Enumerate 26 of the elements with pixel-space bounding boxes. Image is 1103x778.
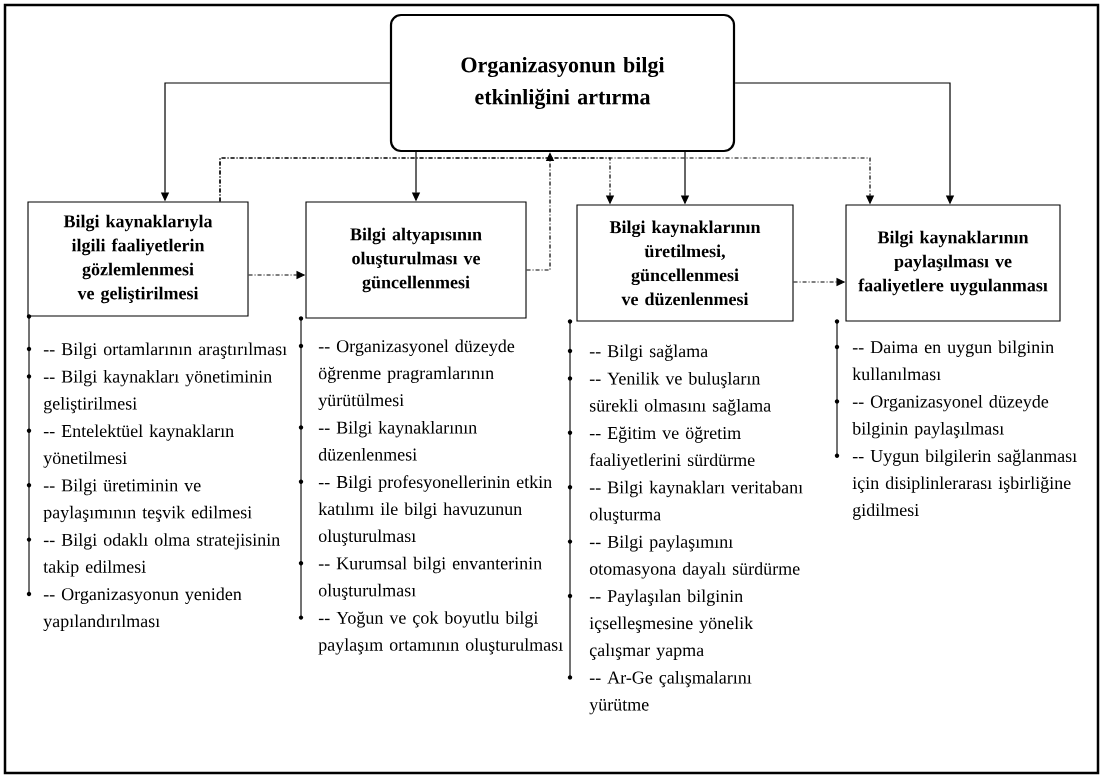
list-item: -- Eğitim ve öğretim faaliyetlerini sürdürme [589,426,755,470]
list-item: -- Bilgi kaynakları veritabanı oluşturma [589,480,803,525]
list-item: -- Bilgi odaklı olma stratejisinin takip edilmesi [43,533,280,577]
process-box: Bilgi altyapısının oluşturulması ve güncellenmesi [305,201,527,319]
list-item: -- Yoğun ve çok boyutlu bilgi paylaşım ortamının oluşturulması [318,611,563,655]
process-box: Bilgi kaynaklarının üretilmesi, güncellenmesi ve düzenlenmesi [576,204,794,322]
list-item: -- Paylaşılan bilginin içselleşmesine yönelik çalışmar yapma [589,589,754,660]
list-item: -- Kurumsal bilgi envanterinin oluşturulması [318,556,542,601]
list-item: -- Bilgi ortamlarının araştırılması [43,342,287,359]
list-item: -- Bilgi üretiminin ve paylaşımının teşvik edilmesi [43,478,252,523]
list-item: -- Ar-Ge çalışmalarını yürütme [589,671,752,715]
list-item: -- Entelektüel kaynakların yönetilmesi [43,424,234,468]
list-item: -- Organizasyonun yeniden yapılandırılması [43,587,242,631]
process-box: Bilgi kaynaklarıyla ilgili faaliyetlerin gözlemlenmesi ve geliştirilmesi [27,201,249,317]
list-item: -- Bilgi paylaşımını otomasyona dayalı sürdürme [589,535,800,579]
list-item: -- Bilgi profesyonellerinin etkin katılımı ile bilgi havuzunun oluşturulması [318,475,552,546]
list-item: -- Bilgi kaynakları yönetiminin geliştirilmesi [43,370,272,414]
process-box: Bilgi kaynaklarının paylaşılması ve faaliyetlere uygulanması [845,204,1061,322]
goal-box: Organizasyonun bilgi etkinliğini artırma [389,13,736,153]
list-item: -- Organizasyonel düzeyde öğrenme pragramlarının yürütülmesi [318,339,515,410]
list-item: -- Organizasyonel düzeyde bilginin paylaşılması [852,395,1049,439]
list-item: -- Daima en uygun bilginin kullanılması [852,340,1054,381]
list-item: -- Bilgi sağlama [589,344,708,361]
list-item: -- Uygun bilgilerin sağlanması için disiplinlerarası işbirliğine gidilmesi [852,449,1077,520]
list-item: -- Bilgi kaynaklarının düzenlenmesi [318,421,477,461]
list-item: -- Yenilik ve buluşların sürekli olmasını sağlama [589,372,771,416]
